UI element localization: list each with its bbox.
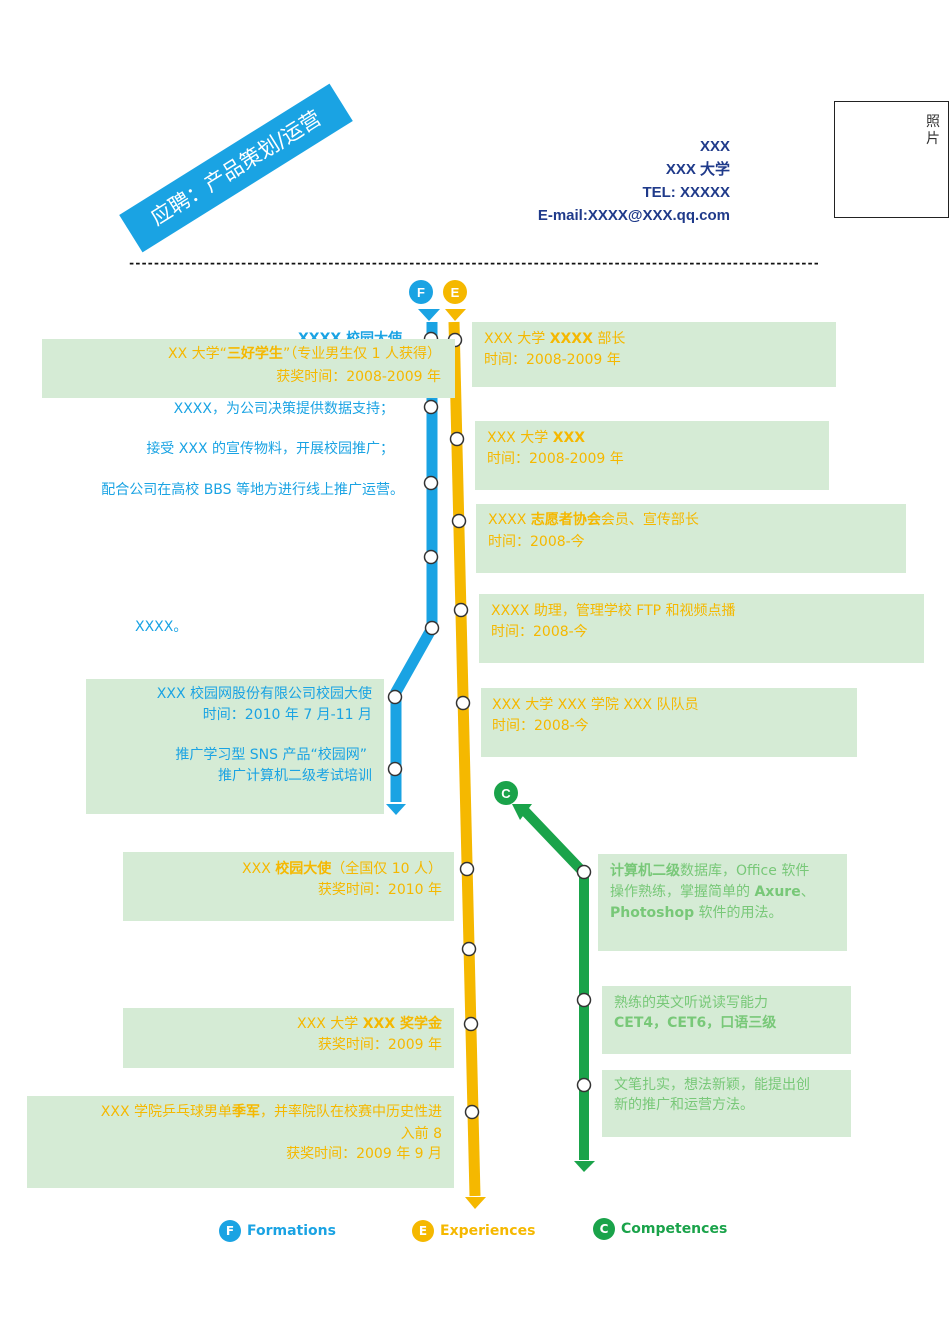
competence-line: 新的推广和运营方法。 bbox=[614, 1097, 754, 1113]
competence-box: 熟练的英文听说读写能力 CET4，CET6，口语三级 bbox=[602, 986, 851, 1054]
formations-marker-letter: F bbox=[417, 285, 425, 300]
competence-line: 文笔扎实，想法新颖，能提出创 bbox=[614, 1077, 810, 1093]
experiences-station bbox=[453, 602, 469, 618]
formations-station bbox=[387, 689, 403, 705]
experiences-line-end-arrow bbox=[465, 1197, 486, 1209]
formations-station bbox=[423, 475, 439, 491]
contact-tel: TEL: XXXXX bbox=[642, 184, 730, 201]
formations-line-start-arrow bbox=[418, 309, 440, 321]
formations-marker-icon bbox=[409, 280, 433, 304]
experience-title: XXX 大学 XXXX 部长 bbox=[484, 331, 626, 347]
competence-box: 计算机二级数据库，Office 软件 操作熟练，掌握简单的 Axure、 Pho… bbox=[598, 854, 847, 951]
experience-box: XXX 大学 XXXX 部长 时间：2008-2009 年 bbox=[472, 322, 836, 387]
formations-line-4: XXXX。 bbox=[135, 619, 188, 635]
competence-line: 熟练的英文听说读写能力 bbox=[614, 995, 768, 1011]
experiences-station bbox=[464, 1104, 480, 1120]
experiences-line bbox=[448, 321, 481, 1197]
experiences-line-start-arrow bbox=[445, 309, 466, 321]
award-box: XX 大学“三好学生”（专业男生仅 1 人获得） 获奖时间：2008-2009 … bbox=[42, 339, 455, 398]
experience-time: 时间：2008-今 bbox=[492, 718, 589, 734]
award-time: 获奖时间：2010 年 bbox=[317, 882, 442, 898]
formations-line-2: 接受 XXX 的宣传物料，开展校园推广； bbox=[146, 441, 394, 457]
award-title: XX 大学“三好学生”（专业男生仅 1 人获得） bbox=[168, 346, 441, 362]
contact-block: XXX XXX 大学 TEL: XXXXX E-mail:XXXX@XXX.qq… bbox=[538, 135, 730, 227]
contact-name: XXX bbox=[699, 138, 730, 155]
competences-marker-letter: C bbox=[501, 786, 511, 801]
legend-label: Competences bbox=[621, 1221, 728, 1237]
campus-time: 时间：2010 年 7 月-11 月 bbox=[202, 707, 372, 723]
formations-station bbox=[387, 761, 403, 777]
award-title: XXX 学院乒乓球男单季军，并率院队在校赛中历史性进 bbox=[100, 1104, 442, 1120]
formations-station bbox=[423, 399, 439, 415]
contact-university: XXX 大学 bbox=[665, 161, 730, 178]
legend-formations: F Formations bbox=[219, 1220, 336, 1242]
legend-label: Formations bbox=[247, 1223, 336, 1239]
photo-placeholder: 照片 bbox=[834, 101, 949, 218]
legend-competences: C Competences bbox=[593, 1218, 727, 1240]
formations-line-3: 配合公司在高校 BBS 等地方进行线上推广运营。 bbox=[101, 482, 404, 498]
campus-ambassador-box: XXX 校园网股份有限公司校园大使 时间：2010 年 7 月-11 月 推广学… bbox=[86, 679, 384, 814]
formations-legend-icon: F bbox=[219, 1220, 241, 1242]
legend-label: Experiences bbox=[440, 1223, 536, 1239]
photo-label: 照片 bbox=[926, 114, 940, 147]
formations-line bbox=[390, 322, 438, 802]
formations-station bbox=[423, 549, 439, 565]
experiences-station bbox=[459, 861, 475, 877]
experience-title: XXX 大学 XXX bbox=[487, 430, 586, 446]
experience-title: XXX 大学 XXX 学院 XXX 队队员 bbox=[492, 697, 699, 713]
experience-title: XXXX 助理，管理学校 FTP 和视频点播 bbox=[491, 603, 736, 619]
formations-line-end-arrow bbox=[386, 804, 406, 815]
award-title: XXX 大学 XXX 奖学金 bbox=[297, 1016, 442, 1032]
campus-title: XXX 校园网股份有限公司校园大使 bbox=[156, 686, 372, 702]
experiences-legend-icon: E bbox=[412, 1220, 434, 1242]
competence-line: 计算机二级数据库，Office 软件 bbox=[610, 863, 810, 879]
competences-station bbox=[576, 992, 592, 1008]
award-time: 获奖时间：2009 年 bbox=[317, 1037, 442, 1053]
contact-email: E-mail:XXXX@XXX.qq.com bbox=[537, 207, 730, 224]
competence-line: Photoshop 软件的用法。 bbox=[610, 905, 783, 921]
experiences-station bbox=[455, 695, 471, 711]
award-box: XXX 校园大使（全国仅 10 人） 获奖时间：2010 年 bbox=[123, 852, 454, 921]
award-time: 获奖时间：2009 年 9 月 bbox=[286, 1146, 442, 1162]
experience-box: XXX 大学 XXX 时间：2008-2009 年 bbox=[475, 421, 829, 490]
competences-line bbox=[518, 804, 589, 1160]
experiences-station bbox=[449, 431, 465, 447]
competence-box: 文笔扎实，想法新颖，能提出创 新的推广和运营方法。 bbox=[602, 1070, 851, 1137]
experiences-station bbox=[463, 1016, 479, 1032]
divider: ----------------------------------------… bbox=[128, 256, 818, 270]
formations-line-1: XXXX，为公司决策提供数据支持； bbox=[173, 401, 394, 417]
competences-line-start-arrow bbox=[512, 804, 532, 820]
award-title-line-2: 入前 8 bbox=[400, 1126, 442, 1142]
experience-time: 时间：2008-今 bbox=[488, 534, 585, 550]
competences-station bbox=[576, 864, 592, 880]
experience-box: XXXX 助理，管理学校 FTP 和视频点播 时间：2008-今 bbox=[479, 594, 924, 663]
experience-time: 时间：2008-2009 年 bbox=[484, 352, 621, 368]
experience-box: XXXX 志愿者协会会员、宣传部长 时间：2008-今 bbox=[476, 504, 906, 573]
award-time: 获奖时间：2008-2009 年 bbox=[276, 369, 441, 385]
award-box: XXX 学院乒乓球男单季军，并率院队在校赛中历史性进 入前 8 获奖时间：200… bbox=[27, 1096, 454, 1188]
experience-box: XXX 大学 XXX 学院 XXX 队队员 时间：2008-今 bbox=[481, 688, 857, 757]
competences-line-end-arrow bbox=[574, 1161, 595, 1172]
experiences-marker-letter: E bbox=[451, 285, 460, 300]
experience-time: 时间：2008-2009 年 bbox=[487, 451, 624, 467]
experience-time: 时间：2008-今 bbox=[491, 624, 588, 640]
competence-line: CET4，CET6，口语三级 bbox=[614, 1015, 777, 1031]
experiences-station bbox=[461, 941, 477, 957]
formations-station bbox=[424, 620, 440, 636]
competences-marker-icon bbox=[494, 781, 518, 805]
legend-experiences: E Experiences bbox=[412, 1220, 535, 1242]
experience-title: XXXX 志愿者协会会员、宣传部长 bbox=[488, 512, 699, 528]
experiences-marker-icon bbox=[443, 280, 467, 304]
award-box: XXX 大学 XXX 奖学金 获奖时间：2009 年 bbox=[123, 1008, 454, 1068]
campus-desc-1: 推广学习型 SNS 产品“校园网” bbox=[175, 747, 367, 763]
campus-desc-2: 推广计算机二级考试培训 bbox=[218, 768, 372, 784]
award-title: XXX 校园大使（全国仅 10 人） bbox=[242, 861, 442, 877]
experiences-station bbox=[451, 513, 467, 529]
competences-legend-icon: C bbox=[593, 1218, 615, 1240]
competences-station bbox=[576, 1077, 592, 1093]
competence-line: 操作熟练，掌握简单的 Axure、 bbox=[610, 884, 815, 900]
